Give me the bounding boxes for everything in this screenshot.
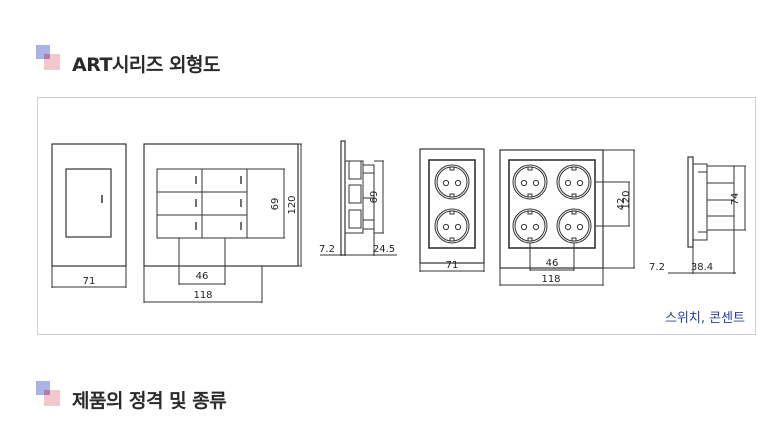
dim-switch-double-69: 69	[270, 198, 281, 211]
outlet-side-view	[668, 156, 746, 274]
dim-outlet-double-42: 42	[616, 198, 627, 211]
outline-drawing: 71	[51, 140, 746, 303]
outlet-single-front	[419, 148, 485, 272]
dim-switch-double-width: 118	[193, 290, 212, 301]
dim-switch-side-24.5: 24.5	[373, 244, 395, 255]
dim-outlet-double-inner: 46	[546, 258, 559, 269]
dim-switch-side-69: 69	[369, 191, 380, 204]
dim-outlet-side-74: 74	[730, 193, 741, 206]
dim-switch-double-inner: 46	[196, 271, 209, 282]
dim-outlet-side-7.2: 7.2	[649, 262, 665, 273]
outlet-double-front	[499, 149, 635, 286]
section-bullet-icon	[36, 380, 64, 409]
switch-single-front	[51, 143, 127, 288]
switch-double-front	[143, 143, 302, 303]
outline-diagram-panel: 71	[37, 97, 756, 335]
dim-outlet-double-120: 120	[621, 190, 632, 209]
section-title-ratings: 제품의 정격 및 종류	[72, 390, 227, 412]
section-bullet-icon	[36, 44, 64, 73]
dim-outlet-double-width: 118	[541, 274, 560, 285]
diagram-caption: 스위치, 콘센트	[664, 311, 745, 326]
dim-switch-double-120: 120	[287, 195, 298, 214]
dim-switch-single-width: 71	[83, 276, 96, 287]
switch-side-view	[320, 140, 397, 256]
dim-outlet-side-38.4: 38.4	[691, 262, 713, 273]
section-header-ratings: 제품의 정격 및 종류	[36, 376, 227, 413]
dim-switch-side-7.2: 7.2	[319, 244, 335, 255]
dim-outlet-single-width: 71	[446, 260, 459, 271]
section-header-outline: ART시리즈 외형도	[36, 40, 220, 77]
section-title-outline: ART시리즈 외형도	[72, 54, 220, 76]
